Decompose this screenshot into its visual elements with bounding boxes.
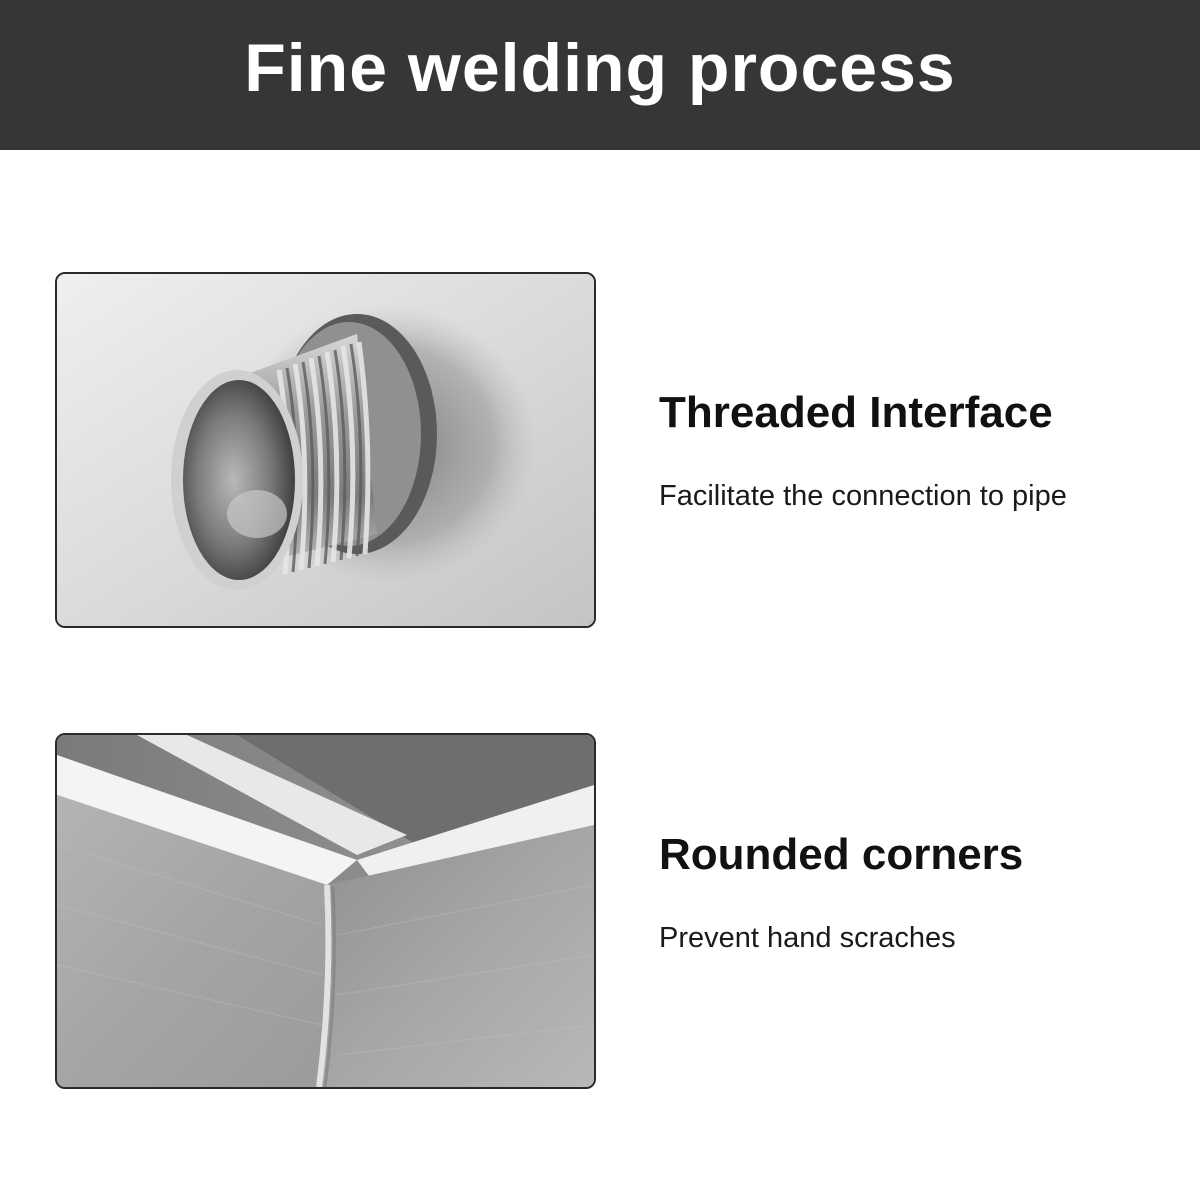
feature-title-rounded-corners: Rounded corners — [659, 830, 1024, 879]
feature-description-rounded-corners: Prevent hand scraches — [659, 922, 956, 954]
feature-description-threaded-interface: Facilitate the connection to pipe — [659, 480, 1067, 512]
rounded-corners-photo — [55, 733, 596, 1089]
threaded-pipe-fitting-icon — [57, 274, 594, 626]
page-title: Fine welding process — [244, 30, 956, 106]
header-banner: Fine welding process — [0, 0, 1200, 150]
welded-corner-icon — [57, 735, 594, 1087]
feature-title-threaded-interface: Threaded Interface — [659, 388, 1053, 437]
threaded-interface-photo — [55, 272, 596, 628]
